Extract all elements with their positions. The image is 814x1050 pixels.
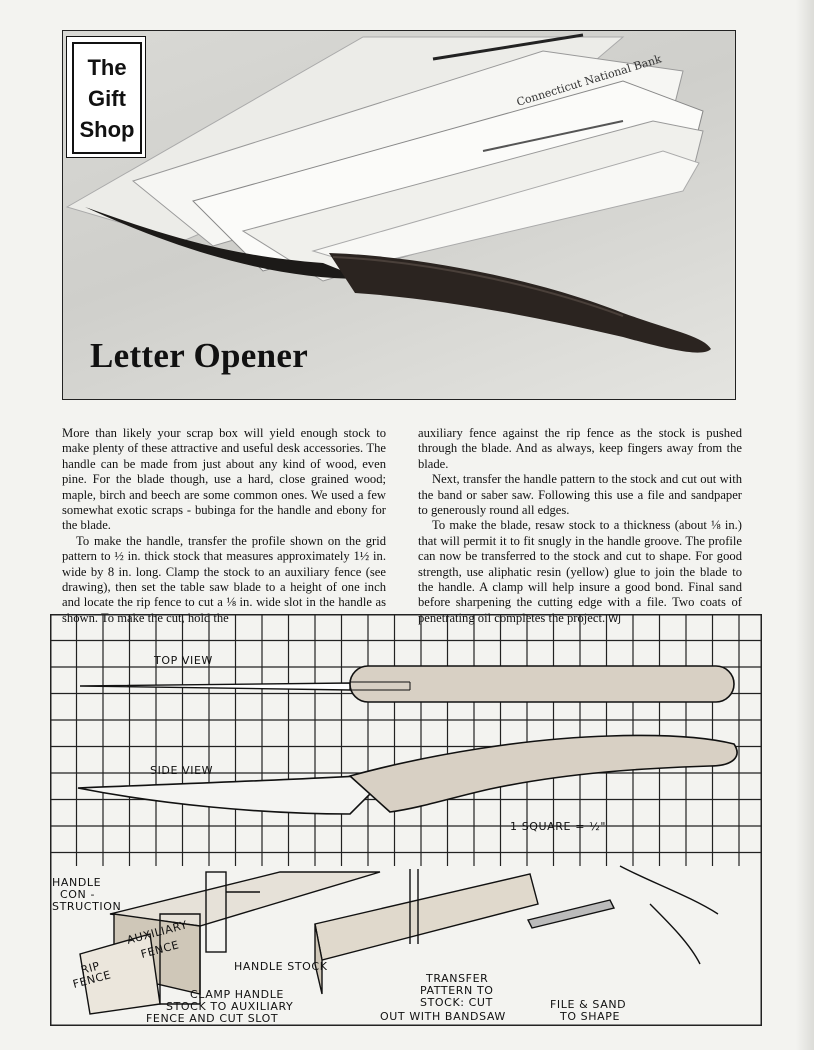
transfer-caption-1: TRANSFER xyxy=(425,972,488,985)
page-edge xyxy=(796,0,814,1050)
handle-construction-label-2: CON - xyxy=(60,888,95,901)
article-title: Letter Opener xyxy=(90,336,309,375)
transfer-caption-4: OUT WITH BANDSAW xyxy=(380,1010,506,1023)
article-right-column: auxiliary fence against the rip fence as… xyxy=(418,426,742,627)
scale-label: 1 SQUARE = ½" xyxy=(510,820,606,833)
paragraph: To make the blade, resaw stock to a thic… xyxy=(418,518,742,627)
article-left-column: More than likely your scrap box will yie… xyxy=(62,426,386,626)
letter-opener-photo: Connecticut National Bank xyxy=(62,30,736,400)
badge-line-3: Shop xyxy=(79,116,135,142)
photo-illustration: Connecticut National Bank xyxy=(65,33,711,353)
rip-fence-label-1: RIP xyxy=(79,959,101,977)
file-caption-1: FILE & SAND xyxy=(550,998,626,1011)
transfer-caption-3: STOCK: CUT xyxy=(420,996,493,1009)
top-view-label: TOP VIEW xyxy=(153,654,213,667)
transfer-caption-2: PATTERN TO xyxy=(420,984,494,997)
handle-construction-label-1: HANDLE xyxy=(52,876,101,889)
top-view-pattern xyxy=(79,665,735,703)
paragraph: auxiliary fence against the rip fence as… xyxy=(418,426,742,471)
paragraph: Next, transfer the handle pattern to the… xyxy=(418,472,742,518)
clamp-caption-1: CLAMP HANDLE xyxy=(190,988,284,1001)
gift-shop-badge: The Gift Shop xyxy=(72,42,142,154)
author-signature: WJ xyxy=(608,613,622,625)
drawing-border xyxy=(50,614,762,1026)
construction-illustration xyxy=(79,865,719,1015)
paragraph-text: To make the blade, resaw stock to a thic… xyxy=(418,518,742,625)
handle-stock-label: HANDLE STOCK xyxy=(234,960,328,973)
file-caption-2: TO SHAPE xyxy=(559,1010,620,1023)
side-view-pattern xyxy=(77,734,738,815)
paragraph: To make the handle, transfer the profile… xyxy=(62,533,386,625)
badge-line-2: Gift xyxy=(88,85,126,111)
paragraph: More than likely your scrap box will yie… xyxy=(62,426,386,533)
clamp-caption-2: STOCK TO AUXILIARY xyxy=(166,1000,293,1013)
clamp-caption-3: FENCE AND CUT SLOT xyxy=(146,1012,278,1025)
side-view-label: SIDE VIEW xyxy=(150,764,213,777)
handle-construction-label-3: STRUCTION xyxy=(52,900,121,913)
badge-line-1: The xyxy=(87,54,127,80)
pattern-drawing: TOP VIEW SIDE VIEW 1 SQUARE = ½" HANDLE … xyxy=(50,614,762,1026)
